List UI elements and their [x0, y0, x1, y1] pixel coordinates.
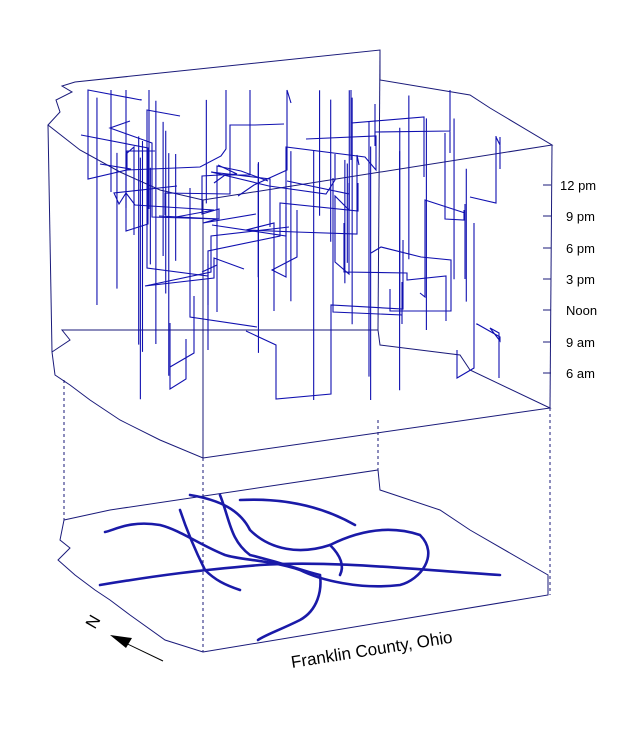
time-label: 12 pm	[560, 178, 596, 193]
trajectory	[87, 89, 142, 180]
trajectory	[245, 154, 360, 311]
cube-frame	[47, 49, 554, 653]
road	[328, 543, 344, 577]
trajectory	[456, 223, 475, 379]
map-label: Franklin County, Ohio	[290, 628, 454, 672]
time-label: 3 pm	[566, 272, 595, 287]
road	[178, 508, 242, 592]
time-label: 6 am	[566, 366, 595, 381]
trajectory-lines	[80, 89, 501, 400]
trajectory	[164, 123, 285, 215]
trajectory	[343, 223, 447, 321]
trajectory	[370, 246, 452, 312]
trajectory	[201, 165, 269, 312]
top-face-outline	[47, 49, 554, 201]
trajectory	[144, 226, 290, 287]
time-label: 9 am	[566, 335, 595, 350]
trajectory	[207, 183, 359, 305]
dashed-connectors	[63, 380, 551, 652]
trajectory	[350, 90, 425, 177]
trajectory	[419, 199, 466, 299]
trajectory	[245, 240, 404, 400]
trajectory	[469, 136, 501, 204]
road	[238, 498, 357, 527]
time-label: 9 pm	[566, 209, 595, 224]
cube-edge-right	[549, 144, 553, 409]
north-arrow: N	[82, 612, 164, 662]
highway-network	[98, 493, 502, 642]
trajectory	[237, 89, 292, 197]
time-label: Noon	[566, 303, 597, 318]
road	[103, 493, 430, 588]
trajectory	[211, 135, 377, 237]
road	[218, 493, 322, 642]
trajectory	[213, 90, 251, 184]
trajectory	[270, 207, 298, 278]
cube-edge-back	[377, 49, 381, 331]
north-label: N	[82, 612, 105, 632]
trajectory	[444, 133, 465, 221]
map-plane-outline	[57, 469, 549, 653]
trajectory	[210, 154, 336, 227]
trajectory	[332, 178, 403, 324]
trajectory	[476, 323, 501, 378]
trajectory	[80, 134, 149, 235]
time-axis: 12 pm 9 pm 6 pm 3 pm Noon 9 am 6 am	[543, 178, 597, 381]
north-arrow-head	[110, 635, 132, 648]
road	[98, 562, 502, 587]
trajectory	[158, 164, 238, 220]
trajectory	[374, 90, 451, 153]
cube-edge-left	[47, 124, 53, 353]
trajectory	[286, 180, 350, 276]
trajectory	[169, 296, 195, 390]
trajectory	[108, 120, 257, 224]
time-label: 6 pm	[566, 241, 595, 256]
base-plane-outline	[51, 329, 552, 459]
trajectory	[126, 90, 227, 171]
